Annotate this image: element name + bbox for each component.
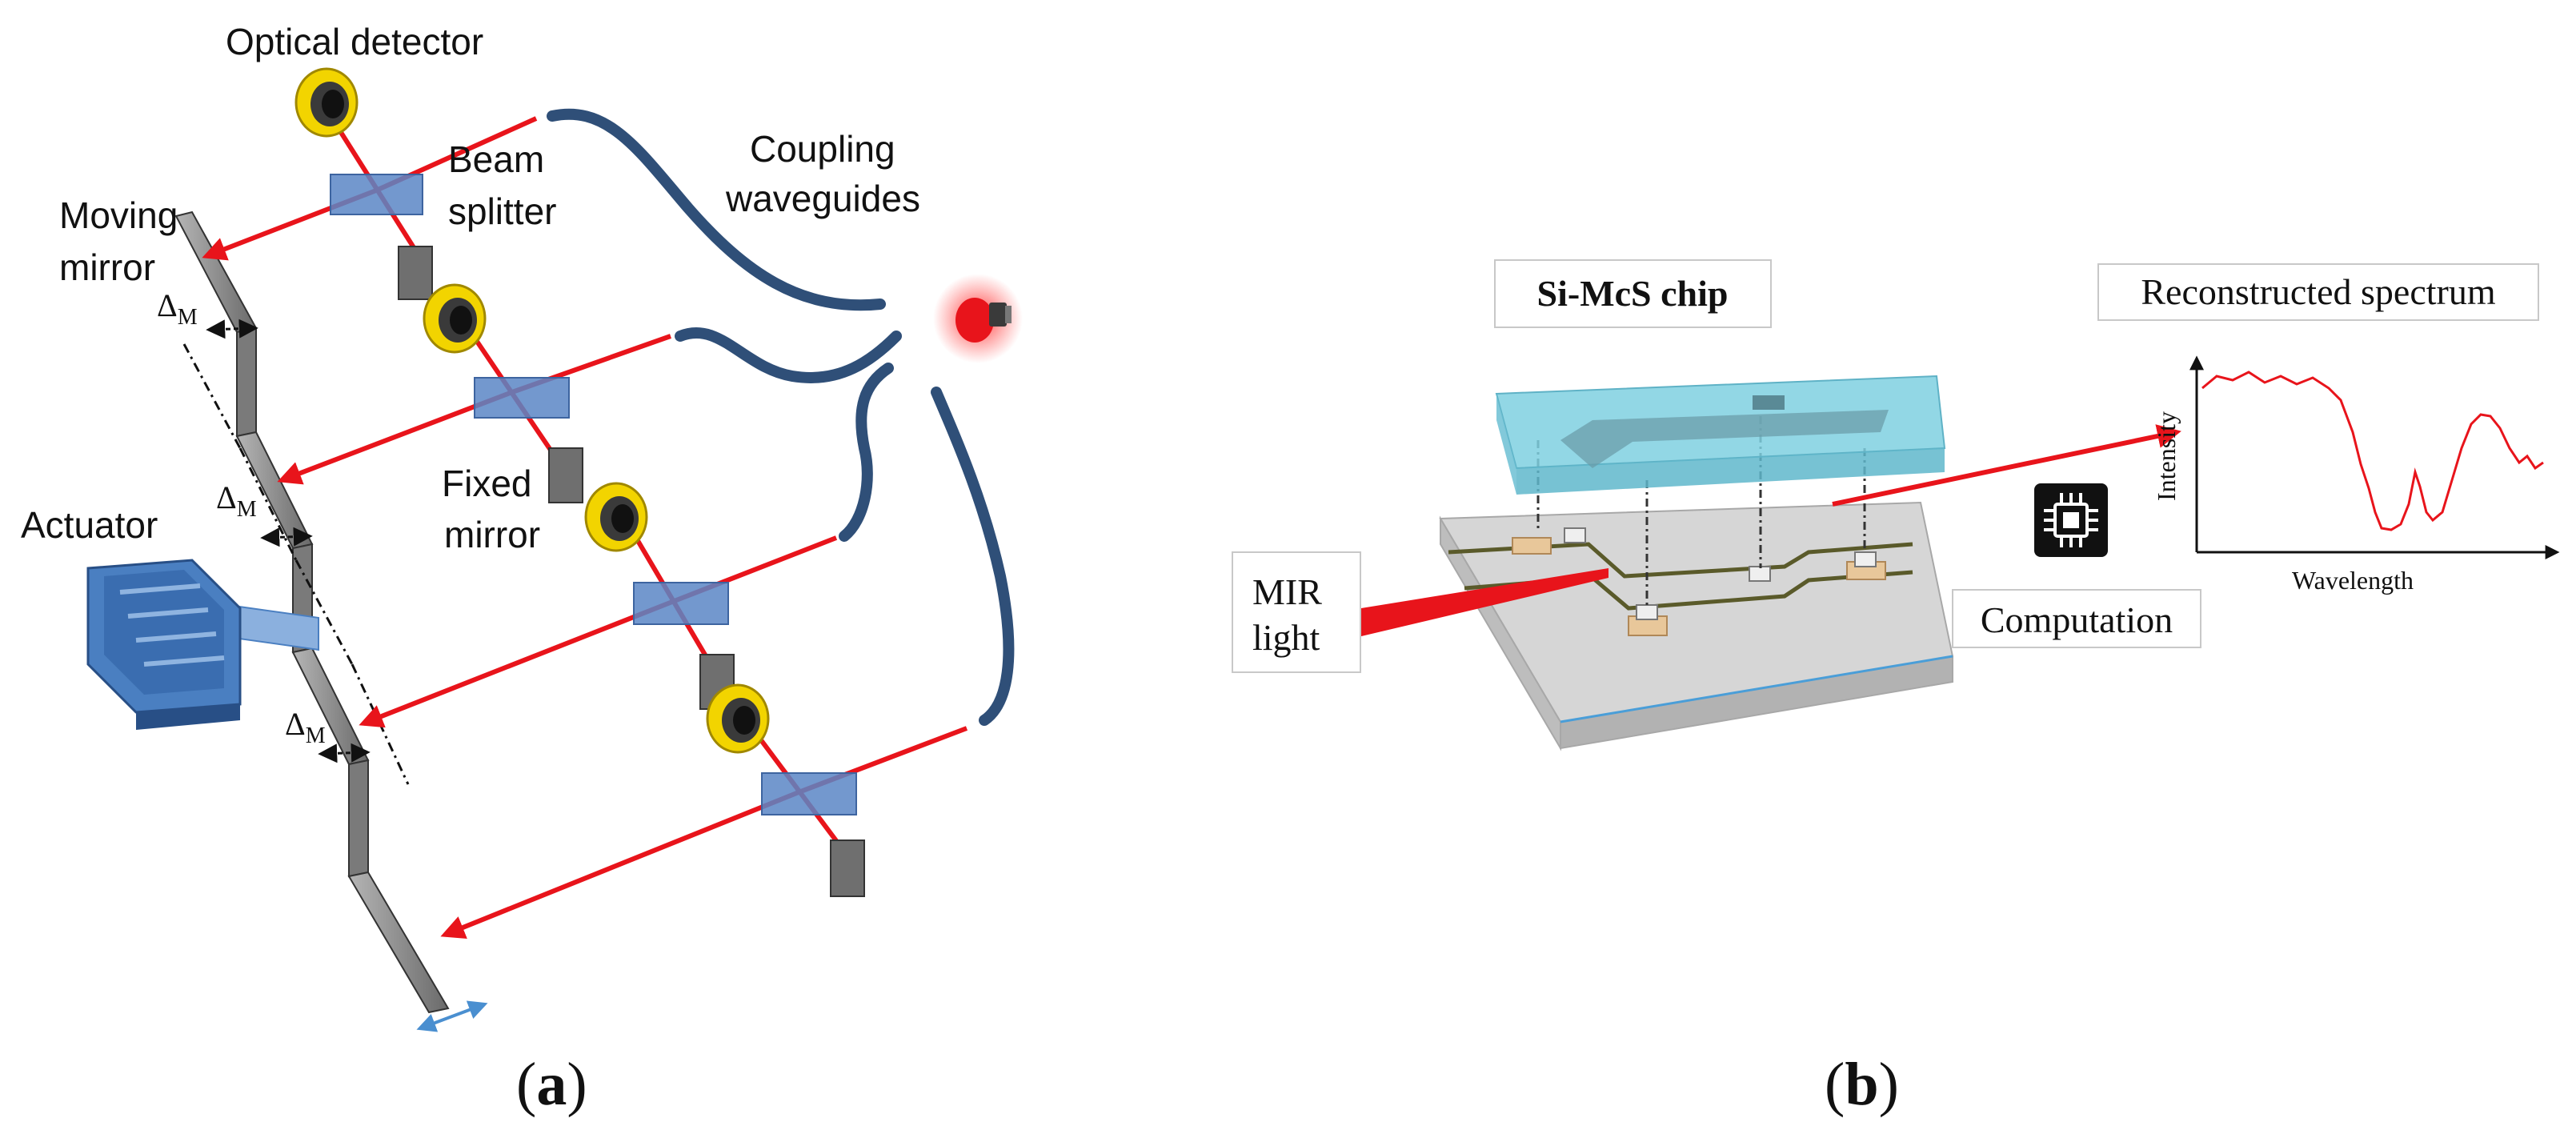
label-spectrum: Reconstructed spectrum	[2141, 271, 2495, 312]
label-fixed: Fixed	[442, 463, 531, 504]
label-computation: Computation	[1981, 599, 2173, 640]
mirror-motion-arrow	[416, 1000, 488, 1032]
label-moving: Moving	[59, 194, 178, 236]
waveguide-4	[931, 387, 1015, 726]
chip-contacts	[1564, 527, 1877, 620]
optical-detector-1	[294, 67, 359, 138]
label-coupling: Coupling	[750, 128, 895, 170]
beam-splitter-1	[330, 174, 423, 215]
fixed-mirror-1	[398, 246, 433, 300]
spectrum-title-box: Reconstructed spectrum	[2097, 263, 2539, 321]
label-fixed-mirror: mirror	[444, 514, 540, 555]
computation-box: Computation	[1952, 589, 2201, 648]
waveguide-1	[547, 108, 886, 311]
delta-label-1: ΔM	[157, 287, 198, 330]
output-beam-arrow	[1832, 424, 2181, 507]
label-light: light	[1252, 617, 1320, 658]
substrate	[1439, 501, 1954, 751]
label-chip: Si-McS chip	[1537, 273, 1729, 314]
label-waveguides: waveguides	[725, 178, 920, 219]
panel-a: ΔM ΔM ΔM	[21, 21, 1023, 1118]
chip-title-box: Si-McS chip	[1494, 259, 1772, 328]
caption-a: (a)	[516, 1051, 587, 1118]
caption-b: (b)	[1825, 1051, 1899, 1118]
light-source-icon	[933, 274, 1023, 363]
label-optical-detector: Optical detector	[226, 21, 483, 62]
fixed-mirror-2	[548, 447, 583, 503]
mir-box: MIR light	[1232, 551, 1361, 673]
spectrum-plot: Intensity Wavelength	[2152, 355, 2560, 595]
spectrum-curve	[2201, 371, 2544, 531]
waveguide-2	[675, 327, 902, 383]
panel-b: Intensity Wavelength Si-McS chip Reconst…	[1232, 259, 2560, 1118]
label-actuator: Actuator	[21, 504, 158, 546]
label-wavelength: Wavelength	[2292, 566, 2414, 595]
beam-splitter-3	[633, 582, 729, 625]
optical-detector-3	[584, 482, 648, 552]
actuator	[86, 559, 319, 730]
stage-2	[277, 283, 671, 503]
optical-detector-2	[423, 283, 487, 354]
beam-splitter-4	[761, 772, 857, 815]
stage-4	[440, 683, 968, 939]
label-splitter: splitter	[448, 190, 556, 232]
beam-splitter-2	[474, 377, 570, 419]
stage-3	[359, 482, 838, 728]
waveguide-3	[839, 363, 894, 542]
stage-1	[202, 67, 538, 300]
coupling-waveguides	[547, 108, 1015, 726]
delta-label-2: ΔM	[216, 479, 257, 522]
label-beam: Beam	[448, 138, 544, 180]
delta-label-3: ΔM	[285, 706, 326, 748]
chip-top-layer	[1495, 375, 1946, 495]
optical-detector-4	[706, 683, 770, 754]
fixed-mirror-4	[830, 839, 865, 897]
label-mir: MIR	[1252, 571, 1322, 612]
label-intensity: Intensity	[2152, 411, 2181, 501]
label-mirror: mirror	[59, 246, 155, 288]
cpu-chip-icon	[2034, 483, 2108, 557]
